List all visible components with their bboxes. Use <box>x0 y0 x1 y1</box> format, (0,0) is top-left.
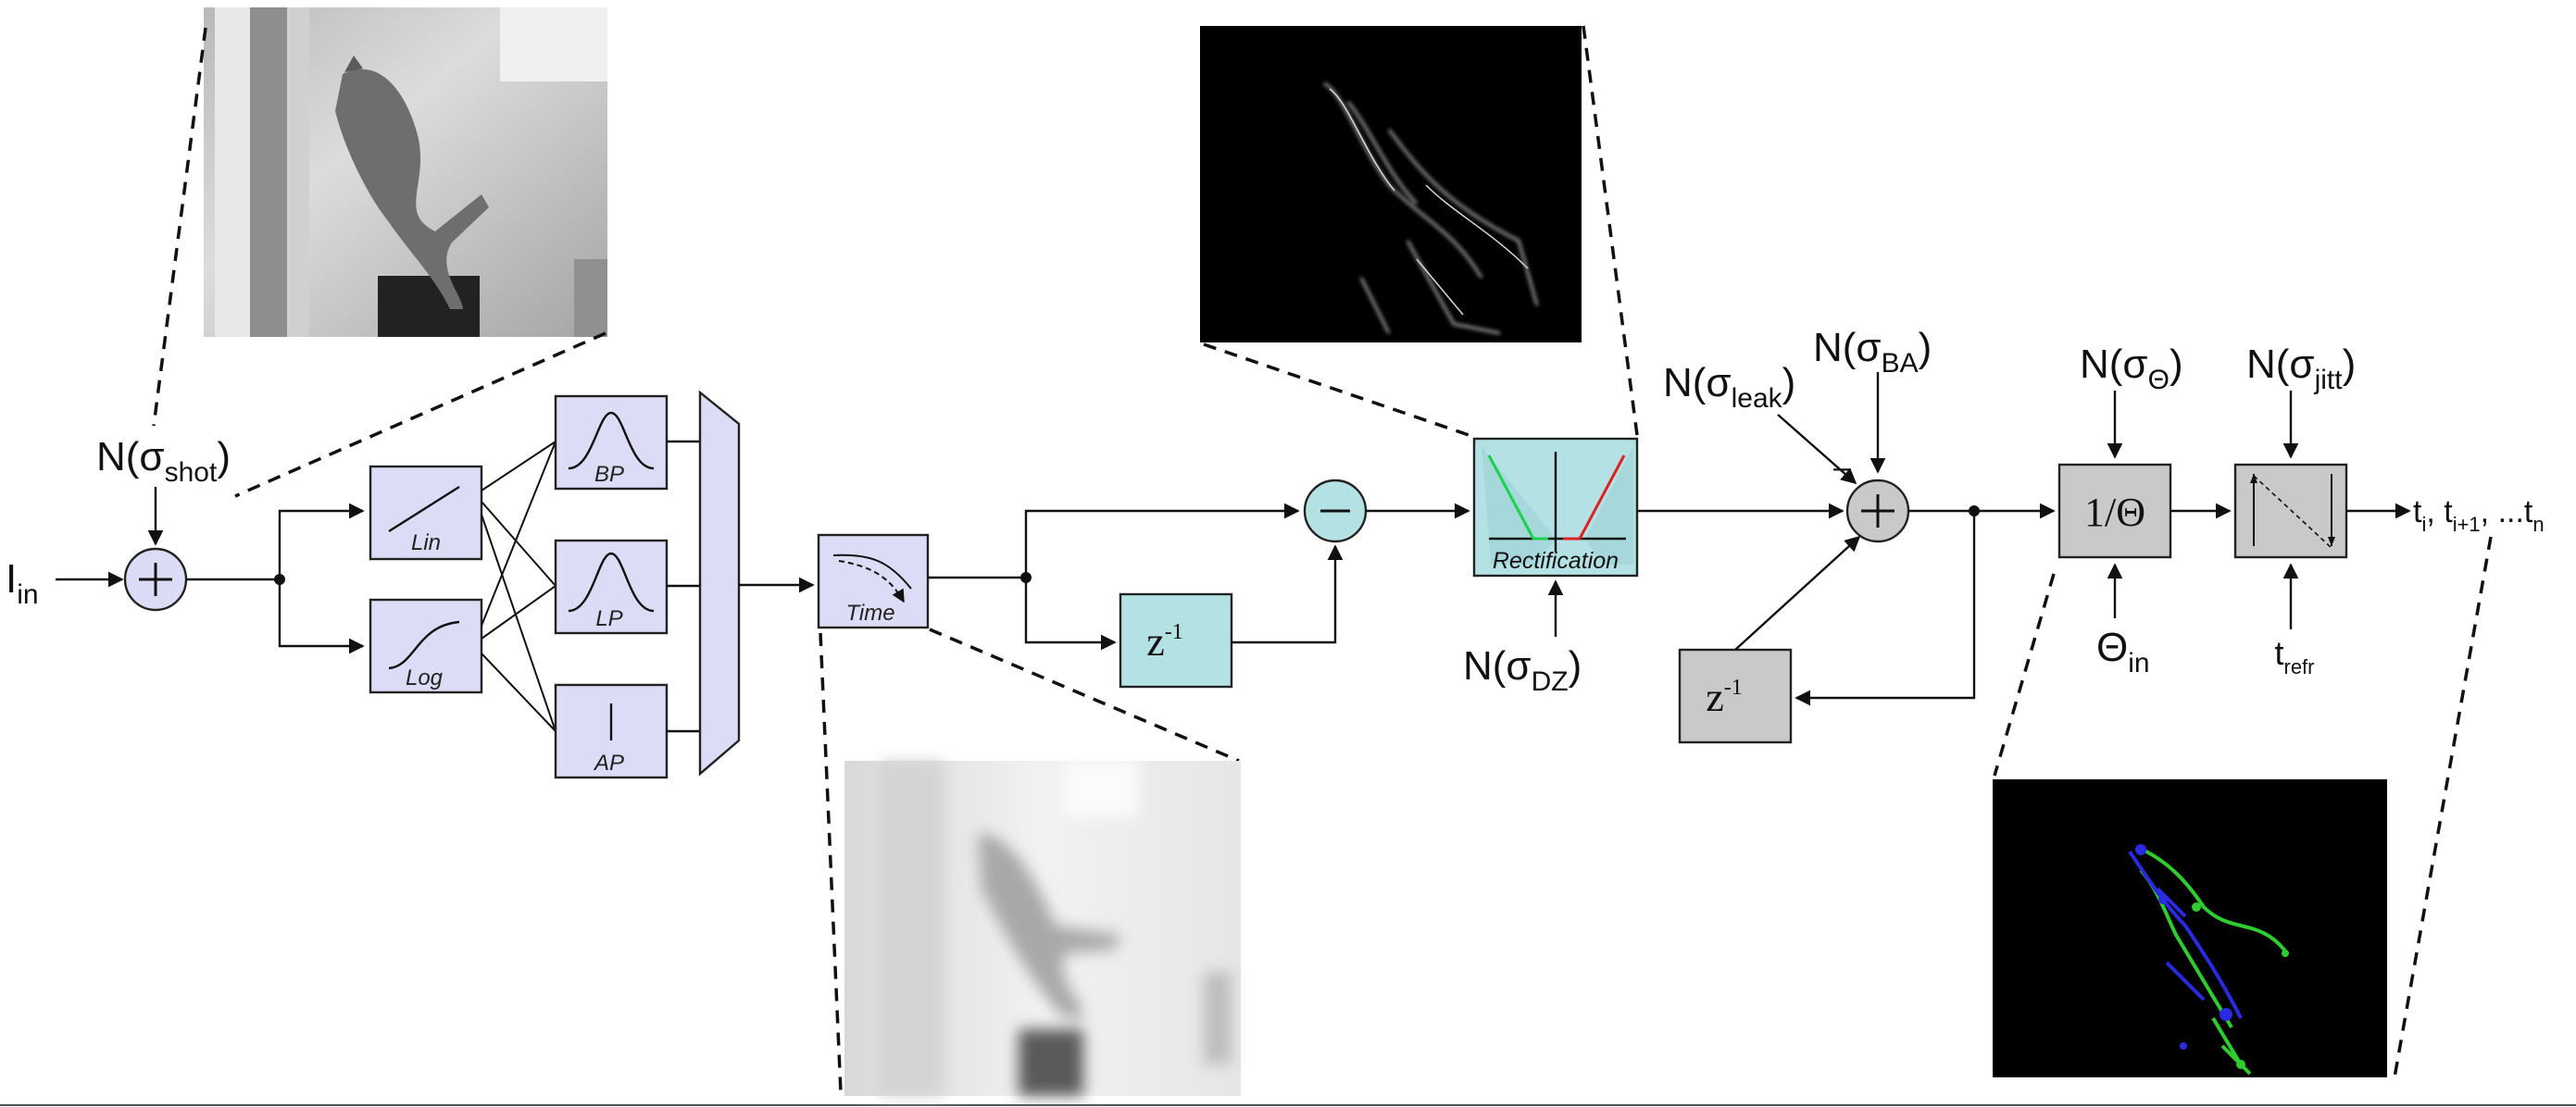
shot-noise-sum-node <box>123 547 188 612</box>
threshold-noise-label: N(σΘ) <box>2080 342 2183 395</box>
svg-text:Lin: Lin <box>411 530 441 555</box>
svg-text:1/Θ: 1/Θ <box>2084 490 2145 535</box>
temporal-filtered-image <box>844 761 1241 1096</box>
difference-node <box>1303 479 1368 543</box>
event-output-image <box>1993 779 2387 1077</box>
svg-text:Rectification: Rectification <box>1493 548 1619 574</box>
jitter-noise-label: N(σjitt) <box>2246 342 2356 395</box>
bp-filter-block: BP <box>554 394 669 491</box>
filter-multiplexer <box>698 390 741 777</box>
svg-text:Log: Log <box>406 665 444 690</box>
filter-crossbar <box>481 441 556 732</box>
lp-filter-block: LP <box>554 539 669 635</box>
leak-noise-label: N(σleak) <box>1663 360 1795 414</box>
log-block: Log <box>369 598 483 694</box>
leak-minus-sign: – <box>1833 450 1851 485</box>
lin-block: Lin <box>369 465 483 561</box>
svg-text:LP: LP <box>595 606 622 631</box>
svg-text:z-1: z-1 <box>1706 675 1743 720</box>
svg-text:Time: Time <box>845 601 894 626</box>
integration-sum-node <box>1845 479 1910 543</box>
svg-text:AP: AP <box>593 751 624 776</box>
output-spike-times: ti, ti+1, ...tn <box>2413 494 2545 536</box>
delay-block-2: z-1 <box>1678 648 1793 744</box>
threshold-block: 1/Θ <box>2057 463 2172 559</box>
input-frame-image <box>204 7 607 337</box>
svg-text:BP: BP <box>594 462 624 487</box>
ap-filter-block: AP <box>554 683 669 779</box>
shot-noise-label: N(σshot) <box>96 434 231 488</box>
spike-generator-block <box>2233 463 2348 559</box>
input-label: Iin <box>6 556 39 610</box>
svg-text:z-1: z-1 <box>1146 619 1183 665</box>
time-block: Time <box>817 533 930 629</box>
rectification-block: Rectification <box>1472 437 1639 578</box>
refractory-label: trefr <box>2274 634 2314 678</box>
deadzone-noise-label: N(σDZ) <box>1463 643 1582 697</box>
rectified-image <box>1200 26 1582 342</box>
background-noise-label: N(σBA) <box>1813 325 1932 379</box>
threshold-in-label: Θin <box>2096 625 2150 678</box>
delay-block-1: z-1 <box>1119 592 1233 689</box>
